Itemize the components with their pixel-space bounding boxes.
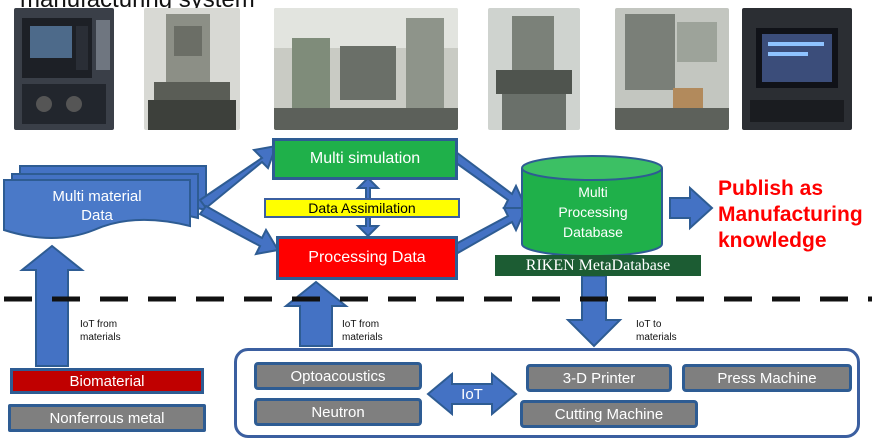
cnc-control-panel-photo bbox=[14, 8, 114, 130]
material-data-text: Multi material Data bbox=[52, 188, 142, 224]
arrow-to-processing bbox=[198, 204, 280, 256]
data-assimilation-label: Data Assimilation bbox=[308, 200, 416, 216]
cutting-machine-box: Cutting Machine bbox=[520, 400, 698, 428]
monitor-control-photo bbox=[742, 8, 852, 130]
material-data-stack bbox=[3, 165, 207, 239]
optoacoustics-box: Optoacoustics bbox=[254, 362, 422, 390]
database-cylinder bbox=[521, 155, 663, 257]
iot-label-box: IoT bbox=[452, 385, 492, 403]
processing-data-label: Processing Data bbox=[308, 249, 426, 266]
multi-simulation-box: Multi simulation bbox=[272, 138, 458, 180]
press-machine-box: Press Machine bbox=[682, 364, 852, 392]
biomaterial-box: Biomaterial bbox=[10, 368, 204, 394]
arrow-up-mid bbox=[283, 280, 349, 347]
iot-from-materials-left-text: IoT from materials bbox=[80, 319, 121, 343]
machine-shop-photo bbox=[274, 8, 458, 130]
iot-from-materials-mid-label: IoT from materials bbox=[342, 318, 402, 344]
iot-double-arrow bbox=[426, 371, 518, 417]
nonferrous-metal-label: Nonferrous metal bbox=[49, 409, 165, 427]
database-label: Multi Processing Database bbox=[536, 180, 650, 244]
arrow-down-right bbox=[565, 275, 623, 348]
iot-from-materials-mid-text: IoT from materials bbox=[342, 319, 383, 343]
mill-photo bbox=[488, 8, 580, 130]
iot-to-materials-label: IoT to materials bbox=[636, 318, 696, 344]
iot-from-materials-left-label: IoT from materials bbox=[80, 318, 140, 344]
neutron-box: Neutron bbox=[254, 398, 422, 426]
arrow-sim-to-db bbox=[450, 150, 528, 209]
data-assimilation-box: Data Assimilation bbox=[264, 198, 460, 218]
cutting-machine-label: Cutting Machine bbox=[554, 405, 664, 423]
optoacoustics-label: Optoacoustics bbox=[290, 367, 386, 385]
iot-devices-frame bbox=[234, 348, 860, 438]
arrow-to-publish bbox=[669, 185, 714, 231]
printer-box: 3-D Printer bbox=[526, 364, 672, 392]
neutron-label: Neutron bbox=[311, 403, 365, 421]
processing-data-box: Processing Data bbox=[276, 236, 458, 280]
milling-machine-photo bbox=[144, 8, 240, 130]
printer-label: 3-D Printer bbox=[562, 369, 636, 387]
multi-simulation-label: Multi simulation bbox=[309, 150, 421, 167]
iot-label: IoT bbox=[461, 385, 483, 403]
database-text: Multi Processing Database bbox=[558, 184, 628, 240]
nonferrous-metal-box: Nonferrous metal bbox=[8, 404, 206, 432]
publish-label: Publish as Manufacturing knowledge bbox=[718, 176, 868, 254]
riken-metadatabase-logo: RIKEN MetaDatabase bbox=[495, 255, 701, 276]
publish-text: Publish as Manufacturing knowledge bbox=[718, 177, 863, 252]
iot-to-materials-text: IoT to materials bbox=[636, 319, 677, 343]
arrow-proc-to-db bbox=[450, 207, 528, 256]
material-data-label: Multi material Data bbox=[4, 186, 190, 226]
arrow-up-left bbox=[19, 244, 85, 367]
press-machine-label: Press Machine bbox=[717, 369, 817, 387]
machine-with-boxes-photo bbox=[615, 8, 729, 130]
biomaterial-label: Biomaterial bbox=[69, 372, 145, 390]
